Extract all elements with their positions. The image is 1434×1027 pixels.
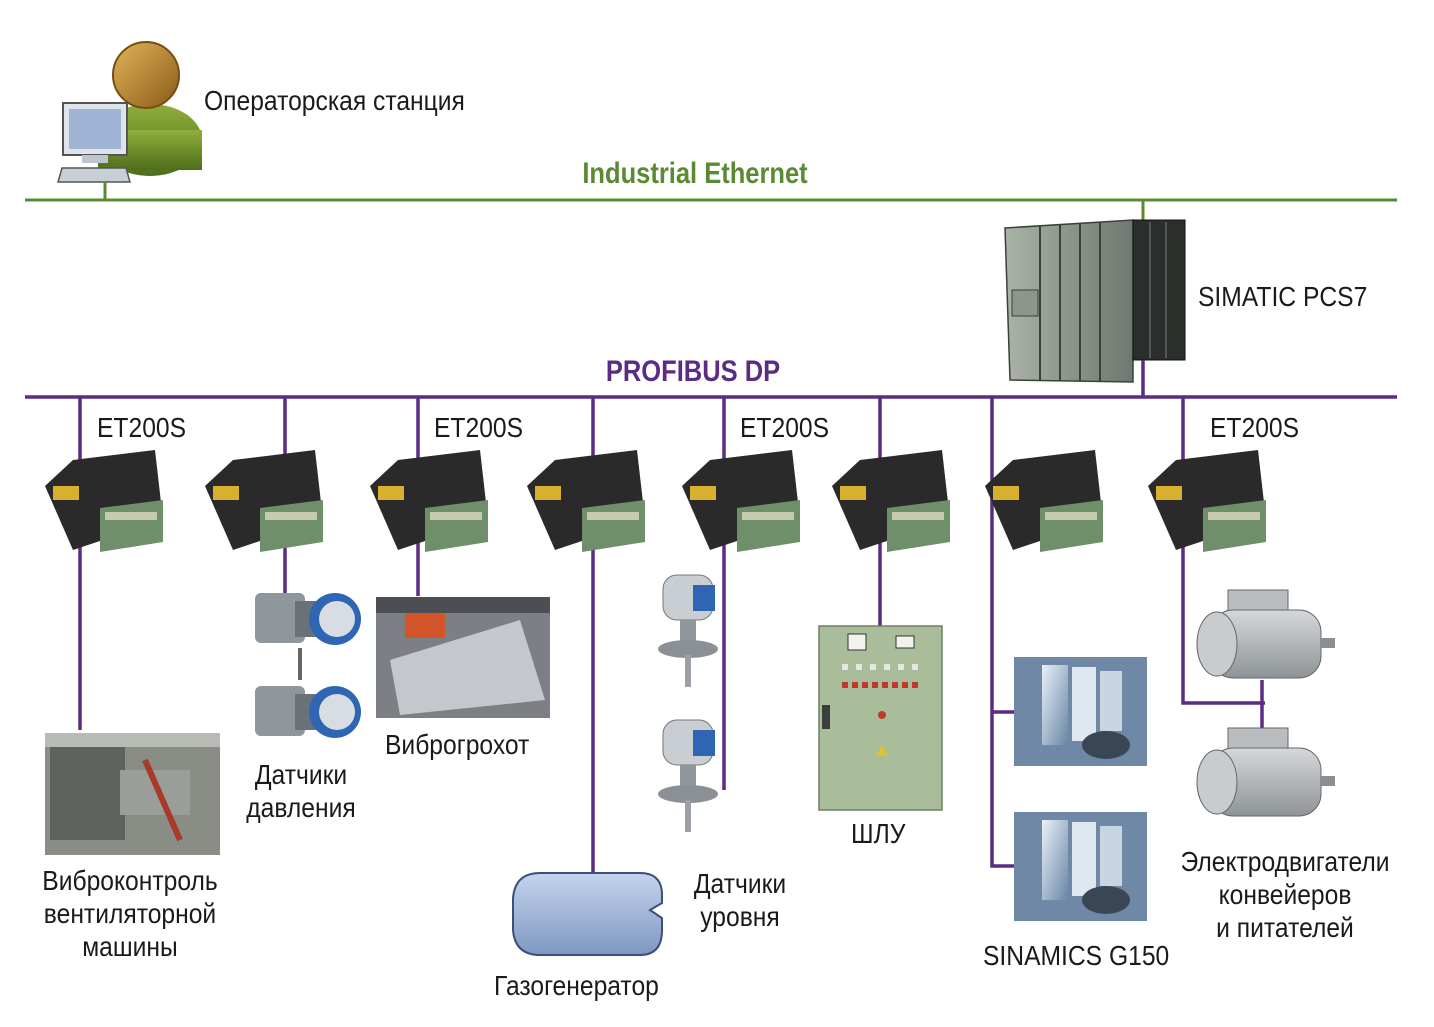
label-line: Датчики xyxy=(693,868,787,899)
et200s-module-icon xyxy=(205,450,323,552)
pressure-sensor-icon xyxy=(255,593,361,645)
control-panel-icon xyxy=(818,625,943,811)
ethernet-label: Industrial Ethernet xyxy=(582,157,808,190)
pressure-sensor-icons xyxy=(255,593,361,738)
vibro-screen-label: Виброгрохот xyxy=(385,729,530,760)
et200s-module-icon xyxy=(1148,450,1266,552)
label-line: уровня xyxy=(700,901,780,932)
label-line: Датчики xyxy=(254,759,348,790)
level-sensor-icon xyxy=(658,719,718,832)
motor-icon xyxy=(1196,589,1335,679)
label-line: машины xyxy=(82,931,178,962)
et200s-module-icon xyxy=(985,450,1103,552)
operator-station-label: Операторская станция xyxy=(204,85,465,116)
et200s-module-icon xyxy=(527,450,645,552)
sinamics-drive-photo xyxy=(1014,657,1147,766)
fan-vibration-label: Виброконтроль вентиляторной машины xyxy=(42,864,218,963)
profibus-bus xyxy=(25,360,1397,875)
simatic-pcs7-label: SIMATIC PCS7 xyxy=(1198,281,1368,312)
label-line: конвейеров xyxy=(1218,879,1352,910)
et200s-module-icon xyxy=(682,450,800,552)
motor-icons xyxy=(1196,589,1335,817)
label-line: Электродвигатели xyxy=(1180,846,1390,877)
sinamics-drive-photos xyxy=(1014,657,1147,921)
fan-machine-photo xyxy=(45,733,220,855)
et200s-label: ET200S xyxy=(97,412,187,443)
operator-station-icon xyxy=(57,41,202,183)
sinamics-drive-photo xyxy=(1014,812,1147,921)
gas-generator-icon xyxy=(512,872,663,956)
pressure-sensors-label: Датчики давления xyxy=(244,758,358,824)
motors-label: Электродвигатели конвейеров и питателей xyxy=(1175,845,1395,944)
et200s-label: ET200S xyxy=(434,412,524,443)
motor-icon xyxy=(1196,727,1335,817)
et200s-module-icon xyxy=(370,450,488,552)
label-line: Виброконтроль xyxy=(42,865,218,896)
label-line: давления xyxy=(246,792,356,823)
et200s-module-icons xyxy=(45,450,1266,552)
control-panel-label: ШЛУ xyxy=(851,818,906,849)
profibus-label: PROFIBUS DP xyxy=(605,355,781,388)
et200s-label: ET200S xyxy=(740,412,830,443)
label-line: вентиляторной xyxy=(43,898,217,929)
gas-generator-label: Газогенератор xyxy=(494,970,659,1001)
level-sensors-label: Датчики уровня xyxy=(687,867,793,933)
pressure-sensor-icon xyxy=(255,686,361,738)
sinamics-label: SINAMICS G150 xyxy=(983,940,1170,971)
et200s-module-icon xyxy=(45,450,163,552)
et200s-module-icon xyxy=(832,450,950,552)
et200s-label: ET200S xyxy=(1210,412,1300,443)
vibro-screen-photo xyxy=(376,597,550,718)
label-line: и питателей xyxy=(1216,912,1354,943)
ethernet-bus xyxy=(25,182,1397,222)
simatic-pcs7-icon xyxy=(1004,219,1186,383)
level-sensor-icons xyxy=(658,574,718,832)
level-sensor-icon xyxy=(658,574,718,687)
